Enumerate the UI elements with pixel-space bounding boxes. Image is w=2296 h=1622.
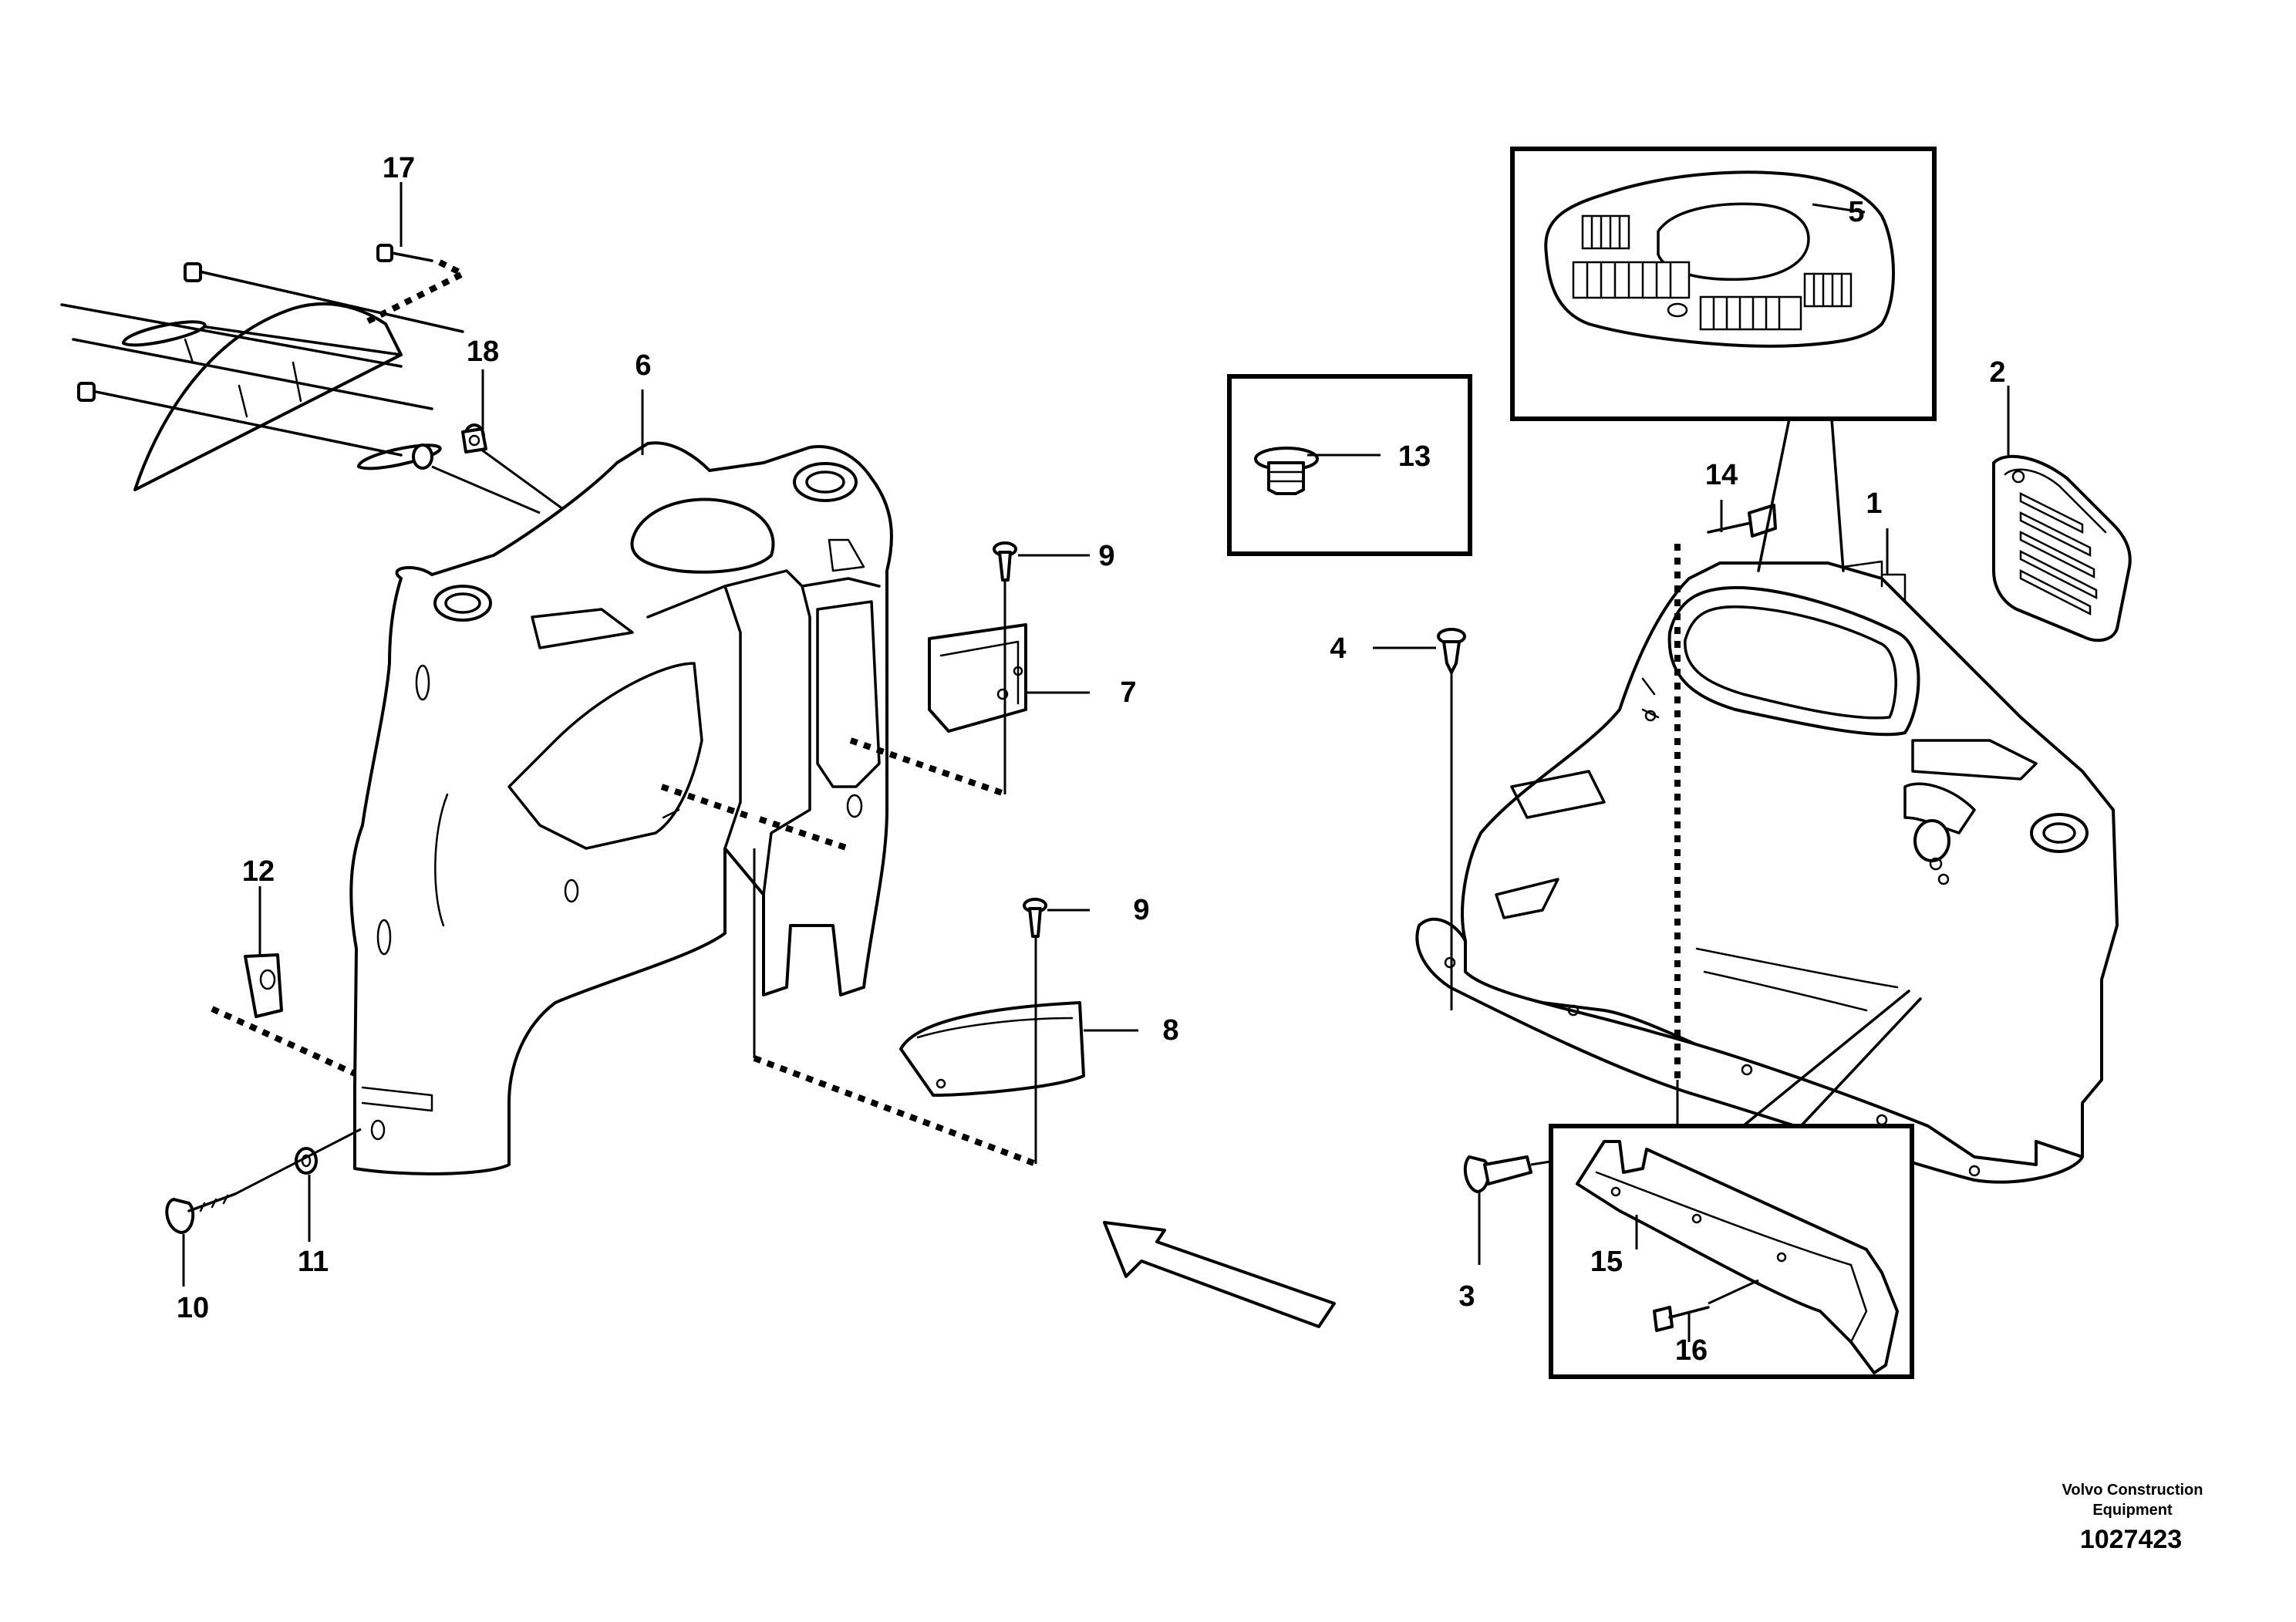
callout-7: 7	[1120, 676, 1136, 709]
callout-5: 5	[1848, 196, 1864, 228]
callout-9-upper: 9	[1098, 540, 1114, 572]
detail-frame-5	[1510, 147, 1937, 572]
bracket-part-8	[899, 1001, 1085, 1097]
company-name-line-1: Volvo Construction	[2062, 1482, 2203, 1499]
footer: Volvo Construction Equipment 1027423	[2062, 1482, 2203, 1554]
detail-frame-15	[1549, 990, 1922, 1379]
bolt-10	[165, 1192, 237, 1234]
callout-1: 1	[1866, 487, 1882, 520]
clip-part-12	[244, 953, 283, 1018]
bracket-part-7	[928, 623, 1027, 733]
shroud-panel	[60, 262, 564, 514]
company-name-line-2: Equipment	[2092, 1502, 2173, 1519]
callout-2: 2	[1989, 356, 2005, 389]
assembly-dashed-lines-left	[211, 580, 1037, 1167]
callout-3: 3	[1458, 1280, 1475, 1313]
callout-6: 6	[635, 349, 651, 382]
callout-12: 12	[242, 855, 275, 888]
bolt-10-axis	[234, 1128, 362, 1195]
screw-14	[1707, 504, 1777, 538]
screw-17	[361, 244, 470, 327]
vent-block-upper-right	[1803, 272, 1853, 308]
callout-13: 13	[1398, 440, 1431, 473]
drawing-number: 1027423	[2080, 1525, 2182, 1554]
screw-4	[1437, 628, 1466, 674]
screw-9-upper	[993, 541, 1017, 582]
callout-11: 11	[298, 1246, 329, 1278]
callout-labels: 1 2 3 4 5 6 7 8 9 9 10 11 12 13 14 15 16…	[177, 152, 2006, 1367]
callout-10: 10	[177, 1292, 209, 1324]
grille-part-2	[1992, 454, 2132, 642]
vent-block-upper-left	[1581, 214, 1630, 250]
washer-11	[295, 1147, 318, 1175]
callout-4: 4	[1330, 632, 1346, 665]
callout-9-lower: 9	[1133, 894, 1149, 926]
callout-17: 17	[383, 152, 415, 184]
callout-15: 15	[1590, 1246, 1623, 1278]
screw-3	[1463, 1155, 1532, 1193]
vent-block-lower-right	[1699, 295, 1802, 331]
dashboard-housing-part-1	[1415, 560, 2119, 1184]
vent-block-lower-left	[1572, 261, 1691, 299]
callout-8: 8	[1162, 1014, 1178, 1047]
steering-column-cover-part-6	[349, 441, 893, 1175]
screw-9-lower	[1023, 898, 1047, 938]
view-direction-arrow	[1103, 1221, 1336, 1328]
nut-18	[461, 427, 487, 454]
callout-14: 14	[1705, 459, 1738, 491]
leader-lines	[182, 182, 2010, 1342]
callout-16: 16	[1675, 1334, 1708, 1367]
callout-18: 18	[467, 336, 499, 368]
detail-frame-13	[1227, 374, 1472, 556]
